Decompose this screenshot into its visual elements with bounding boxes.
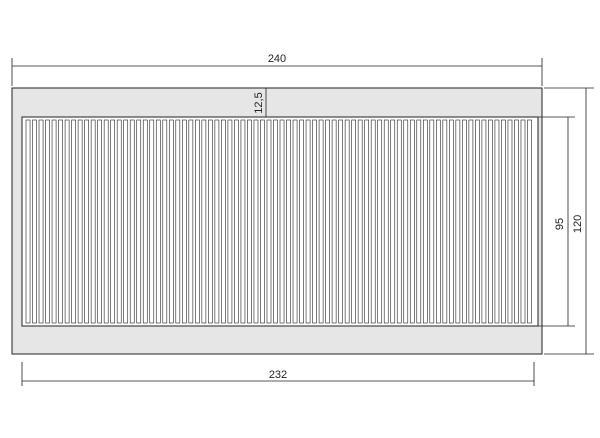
grille-slot <box>344 119 350 324</box>
grille-slot <box>162 119 168 324</box>
grille-slot <box>273 119 278 324</box>
grille-slot <box>488 119 493 324</box>
grille-slot <box>481 119 487 324</box>
grille-slot <box>286 119 291 324</box>
grille-slot <box>155 119 161 324</box>
grille-slot <box>409 119 415 324</box>
grille-slot <box>377 119 383 324</box>
grille-slot <box>260 119 265 324</box>
grille-slot <box>292 119 298 324</box>
grille-slot <box>168 119 174 324</box>
grille-slot <box>266 119 272 324</box>
grille-slot <box>331 119 337 324</box>
grille-slot <box>149 119 155 324</box>
grille-slot <box>182 119 187 324</box>
grille-slot <box>494 119 500 324</box>
grille-slot <box>116 119 122 324</box>
grille-slot <box>58 119 63 324</box>
dimension-overall-height <box>544 87 594 355</box>
grille-slot <box>253 119 259 324</box>
grille-slot <box>221 119 226 324</box>
grille-slot <box>429 119 435 324</box>
top-margin-label: 12,5 <box>253 92 265 113</box>
grille-slot <box>501 119 506 324</box>
grille-slot <box>279 119 285 324</box>
grille-slots <box>25 119 532 324</box>
grille-slot <box>351 119 356 324</box>
grille-slot <box>305 119 311 324</box>
grille-slot <box>175 119 181 324</box>
grille-slot <box>195 119 200 324</box>
grille-slot <box>90 119 96 324</box>
grille-slot <box>84 119 89 324</box>
grille-slot <box>312 119 317 324</box>
grille-slot <box>77 119 83 324</box>
grille-slot <box>507 119 513 324</box>
grille-slot <box>338 119 343 324</box>
grille-slot <box>32 119 37 324</box>
grille-slot <box>188 119 194 324</box>
grille-slot <box>318 119 324 324</box>
grille-slot <box>110 119 116 324</box>
grille-slot <box>234 119 239 324</box>
grille-slot <box>45 119 50 324</box>
grille-slot <box>449 119 454 324</box>
grille-slot <box>227 119 233 324</box>
grille-slot <box>142 119 148 324</box>
grille-slot <box>364 119 370 324</box>
grille-slot <box>240 119 246 324</box>
grille-slot <box>25 119 31 324</box>
grille-slot <box>51 119 57 324</box>
grille-slot <box>462 119 467 324</box>
grille-slot <box>103 119 109 324</box>
grille-slot <box>416 119 422 324</box>
grille-slot <box>38 119 44 324</box>
grille-slot <box>299 119 304 324</box>
grille-slot <box>422 119 428 324</box>
grille-slot <box>475 119 480 324</box>
grille-slot <box>208 119 213 324</box>
grille-slot <box>247 119 252 324</box>
grille-slot <box>97 119 102 324</box>
grille-slot <box>383 119 389 324</box>
grille-slot <box>527 119 532 324</box>
grille-slot <box>71 119 76 324</box>
grille-slot <box>390 119 396 324</box>
grille-slot <box>357 119 363 324</box>
grille-slot <box>396 119 402 324</box>
grille-slot <box>520 119 526 324</box>
grille-slot <box>455 119 461 324</box>
grille-slot <box>442 119 448 324</box>
grille-slot <box>64 119 70 324</box>
grille-slot <box>468 119 474 324</box>
overall-width-label: 240 <box>268 53 286 65</box>
grille-slot <box>514 119 519 324</box>
grille-slot <box>436 119 441 324</box>
dimension-overall-width <box>11 58 543 86</box>
grille-slot <box>325 119 330 324</box>
dimension-inner-height <box>538 116 575 327</box>
overall-height-label: 120 <box>572 215 584 233</box>
grille-slot <box>214 119 220 324</box>
dimension-inner-width <box>21 362 535 386</box>
inner-width-label: 232 <box>269 369 287 381</box>
inner-height-label: 95 <box>554 218 566 230</box>
grille-slot <box>403 119 409 324</box>
grille-slot <box>123 119 129 324</box>
grille-slot <box>201 119 207 324</box>
grille-slot <box>370 119 376 324</box>
grille-slot <box>136 119 142 324</box>
grille-slot <box>129 119 135 324</box>
